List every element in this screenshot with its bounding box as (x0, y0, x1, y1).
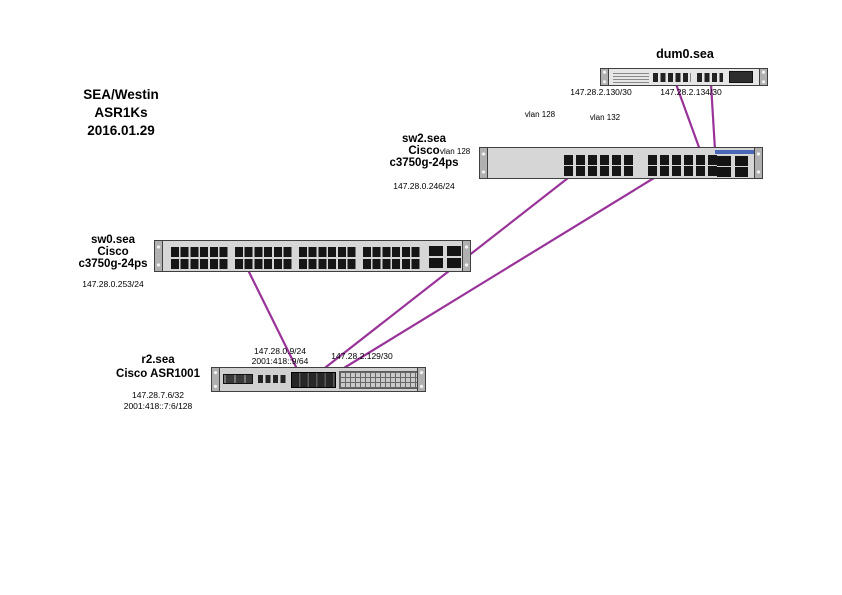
sw0-ip: 147.28.0.253/24 (82, 279, 144, 289)
r2-model: Cisco ASR1001 (116, 368, 200, 380)
sw2-port-row (564, 155, 636, 165)
dum0-vent-grill-icon (613, 72, 649, 83)
dum0-ip-b: 147.28.2.134/30 (660, 87, 722, 97)
r2-loopback-v6: 2001:418::7:6/128 (123, 400, 193, 411)
dum0-port-group-a (653, 73, 691, 82)
link-sw2-r2 (311, 177, 569, 379)
r2-name: r2.sea (141, 354, 175, 366)
r2-iface-v4: 147.28.0.9/24 (254, 346, 306, 356)
r2-iface-v6: 2001:418::9/64 (251, 356, 309, 366)
r2-left-rack-ear-icon (211, 367, 220, 392)
dum0-right-rack-ear-icon (759, 68, 768, 86)
sw2-model: c3750g-24ps (389, 157, 459, 169)
sw2-label: sw2.sea Cisco c3750g-24ps (364, 133, 484, 169)
sw0-name: sw0.sea (90, 234, 136, 246)
link-dum0-sw2 (674, 83, 702, 151)
dum0-ip-a: 147.28.2.130/30 (570, 87, 632, 97)
sw2-uplink-row (717, 156, 748, 166)
r2-fan-grill-icon (339, 371, 418, 389)
sw0-uplink-row (429, 257, 461, 268)
r2-loopbacks: 147.28.7.6/32 2001:418::7:6/128 (98, 390, 218, 411)
sw0-port-row (363, 247, 421, 257)
sw2-port-row (648, 166, 720, 176)
dum0-name: dum0.sea (656, 47, 714, 61)
link-sw2-r2 (325, 177, 655, 380)
sw2-left-rack-ear-icon (479, 147, 488, 179)
r2-device (211, 367, 426, 392)
r2-port-cluster (291, 372, 336, 388)
sw0-left-rack-ear-icon (154, 240, 163, 272)
sw2-ip: 147.28.0.246/24 (393, 181, 455, 191)
sw2-brand-strip-icon (715, 150, 759, 154)
sw0-label: sw0.sea Cisco c3750g-24ps (53, 234, 173, 270)
sw0-port-row (299, 247, 357, 257)
vlan-label-sw2-a: vlan 128 (440, 147, 471, 156)
title-date: 2016.01.29 (87, 123, 155, 138)
dum0-device (600, 68, 768, 86)
dum0-psu-block (729, 71, 753, 83)
link-sw0-r2 (246, 267, 301, 376)
r2-iface-p2p: 147.28.2.129/30 (331, 351, 393, 361)
r2-right-rack-ear-icon (417, 367, 426, 392)
dum0-port-group-b (697, 73, 723, 82)
sw0-device (154, 240, 471, 272)
r2-module (223, 374, 253, 384)
sw0-port-row (171, 258, 229, 269)
sw2-uplink-row (717, 167, 748, 177)
sw2-vendor: Cisco (408, 145, 440, 157)
sw2-name: sw2.sea (401, 133, 447, 145)
vlan-label-top-b: vlan 132 (589, 113, 621, 122)
sw0-port-row (363, 258, 421, 269)
title-devices: ASR1Ks (94, 105, 148, 120)
r2-loopback-v4: 147.28.7.6/32 (132, 390, 184, 400)
sw0-port-row (235, 258, 293, 269)
diagram-title: SEA/Westin ASR1Ks 2016.01.29 (61, 86, 181, 140)
title-site: SEA/Westin (83, 87, 159, 102)
sw2-port-row (564, 166, 636, 176)
r2-console-ports (258, 375, 288, 383)
sw0-model: c3750g-24ps (78, 258, 148, 270)
sw2-device (479, 147, 763, 179)
link-dum0-sw2 (709, 83, 717, 151)
dum0-left-rack-ear-icon (600, 68, 609, 86)
sw2-port-row (648, 155, 720, 165)
sw2-right-rack-ear-icon (754, 147, 763, 179)
r2-label: r2.sea Cisco ASR1001 (98, 353, 218, 381)
vlan-label-top-a: vlan 128 (524, 110, 556, 119)
sw0-right-rack-ear-icon (462, 240, 471, 272)
sw0-vendor: Cisco (97, 246, 129, 258)
sw0-port-row (299, 258, 357, 269)
sw0-port-row (235, 247, 293, 257)
sw0-uplink-row (429, 246, 461, 256)
sw0-port-row (171, 247, 229, 257)
